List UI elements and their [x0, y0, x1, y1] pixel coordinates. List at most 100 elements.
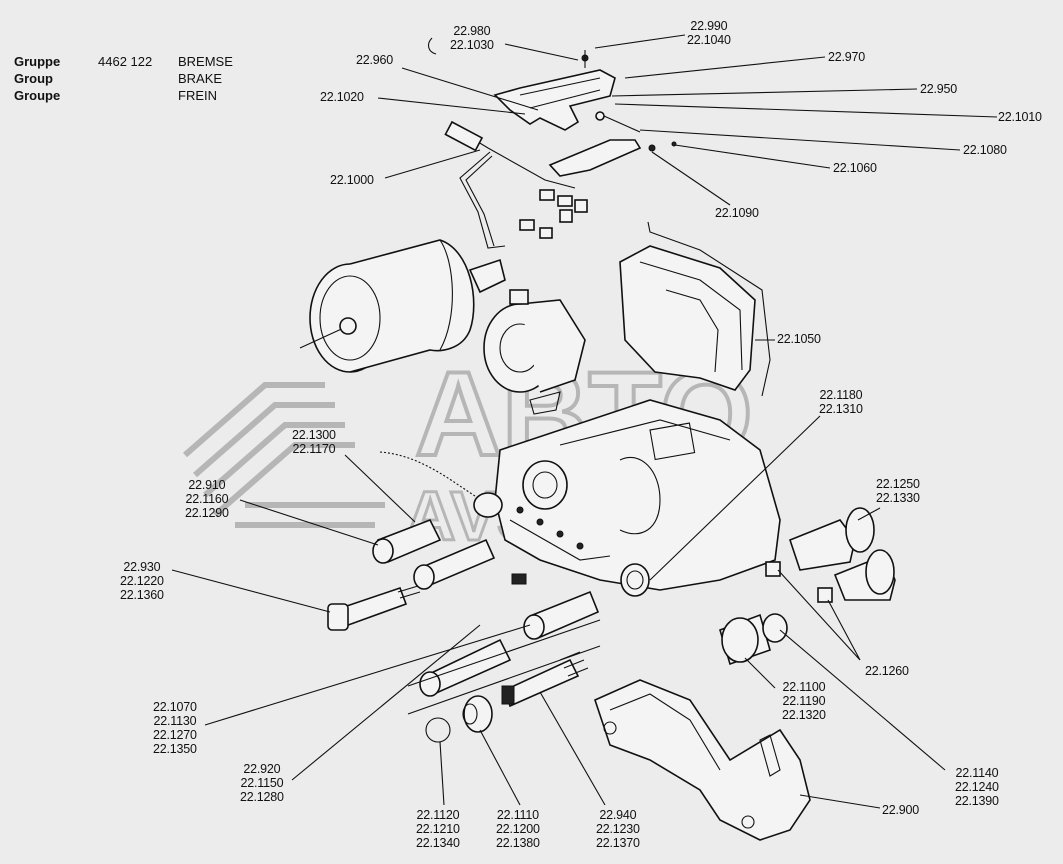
- header-group-number: 4462 122: [98, 54, 153, 69]
- mounting-bracket: [427, 37, 616, 131]
- callout-label: 22.1080: [963, 143, 1007, 157]
- header-row-group: Group BRAKE: [14, 70, 298, 87]
- part-number: 22.1070: [153, 700, 197, 714]
- lower-guide-pins: [419, 590, 600, 708]
- callout-label: 22.1120 22.1210 22.1340: [416, 808, 460, 850]
- part-number: 22.1050: [777, 332, 821, 346]
- part-number: 22.1390: [955, 794, 999, 808]
- callout-label: 22.1070 22.1130 22.1270 22.1350: [153, 700, 197, 756]
- part-number: 22.1180: [819, 388, 863, 402]
- part-number: 22.1350: [153, 742, 197, 756]
- callout-label: 22.1300 22.1170: [292, 428, 336, 456]
- callout-label: 22.970: [828, 50, 865, 64]
- part-number: 22.1030: [450, 38, 494, 52]
- part-number: 22.900: [882, 803, 920, 817]
- header-key: Gruppe: [14, 54, 61, 69]
- wear-sensor-wire: [379, 451, 503, 518]
- callout-label: 22.1180 22.1310: [819, 388, 863, 416]
- part-number: 22.940: [599, 808, 637, 822]
- part-number: 22.1140: [955, 766, 999, 780]
- part-number: 22.980: [453, 24, 491, 38]
- part-number: 22.1080: [963, 143, 1007, 157]
- callout-label: 22.1110 22.1200 22.1380: [496, 808, 540, 850]
- seal-rings: [407, 619, 601, 743]
- callout-label: 22.1050: [777, 332, 821, 346]
- header-row-gruppe: Gruppe 4462 122 BREMSE: [14, 53, 298, 70]
- part-number: 22.1370: [596, 836, 640, 850]
- wear-indicator-bracket: [548, 111, 677, 177]
- part-number: 22.930: [123, 560, 161, 574]
- part-number: 22.910: [188, 478, 226, 492]
- part-number: 22.1270: [153, 728, 197, 742]
- callout-label: 22.900: [882, 803, 919, 817]
- part-number: 22.1360: [120, 588, 164, 602]
- callout-label: 22.1100 22.1190 22.1320: [782, 680, 826, 722]
- caliper-carrier: [594, 679, 811, 841]
- part-number: 22.1100: [782, 680, 826, 694]
- leader-lines: [171, 34, 998, 809]
- callout-label: 22.1020: [320, 90, 364, 104]
- callout-label: 22.980 22.1030: [450, 24, 494, 52]
- callout-label: 22.1010: [998, 110, 1042, 124]
- part-number: 22.1110: [496, 808, 539, 822]
- part-number: 22.1280: [240, 790, 284, 804]
- callout-label: 22.930 22.1220 22.1360: [120, 560, 164, 602]
- brake-chamber: [299, 239, 506, 373]
- header-key: Group: [14, 71, 53, 86]
- protective-boots: [719, 507, 896, 666]
- part-number: 22.1190: [782, 694, 826, 708]
- part-number: 22.1330: [876, 491, 920, 505]
- callout-label: 22.960: [356, 53, 393, 67]
- part-number: 22.1340: [416, 836, 460, 850]
- part-number: 22.1200: [496, 822, 540, 836]
- part-number: 22.1170: [292, 442, 336, 456]
- part-number: 22.1060: [833, 161, 877, 175]
- header-value: BRAKE: [178, 71, 223, 86]
- part-number: 22.1010: [998, 110, 1042, 124]
- callout-label: 22.910 22.1160 22.1290: [185, 478, 229, 520]
- brake-pad: [619, 221, 771, 397]
- callout-label: 22.1250 22.1330: [876, 477, 920, 505]
- callout-label: 22.920 22.1150 22.1280: [240, 762, 284, 804]
- part-number: 22.990: [690, 19, 728, 33]
- caliper-housing: [494, 399, 781, 597]
- part-number: 22.1320: [782, 708, 826, 722]
- wear-sensor-cable: [444, 120, 588, 249]
- callout-label: 22.1000: [330, 173, 374, 187]
- part-number: 22.1210: [416, 822, 460, 836]
- callout-label: 22.950: [920, 82, 957, 96]
- part-number: 22.1150: [240, 776, 284, 790]
- part-number: 22.960: [356, 53, 394, 67]
- callout-label: 22.1140 22.1240 22.1390: [955, 766, 999, 808]
- part-number: 22.970: [828, 50, 866, 64]
- part-number: 22.1090: [715, 206, 759, 220]
- part-number: 22.1240: [955, 780, 999, 794]
- part-number: 22.1020: [320, 90, 364, 104]
- part-number: 22.1310: [819, 402, 863, 416]
- part-number: 22.1130: [153, 714, 197, 728]
- adjuster-housing: [483, 289, 586, 415]
- guide-pin-bushings: [327, 518, 527, 631]
- part-number: 22.1230: [596, 822, 640, 836]
- part-number: 22.1000: [330, 173, 374, 187]
- part-number: 22.1260: [865, 664, 909, 678]
- callout-label: 22.1060: [833, 161, 877, 175]
- header-row-groupe: Groupe FREIN: [14, 87, 298, 104]
- part-number: 22.1220: [120, 574, 164, 588]
- callout-label: 22.1260: [865, 664, 909, 678]
- part-number: 22.1300: [292, 428, 336, 442]
- part-number: 22.920: [243, 762, 281, 776]
- part-number: 22.1250: [876, 477, 920, 491]
- callout-label: 22.990 22.1040: [687, 19, 731, 47]
- callout-label: 22.1090: [715, 206, 759, 220]
- callout-label: 22.940 22.1230 22.1370: [596, 808, 640, 850]
- part-number: 22.1120: [416, 808, 460, 822]
- group-header: Gruppe 4462 122 BREMSE Group BRAKE Group…: [14, 53, 298, 104]
- part-number: 22.1040: [687, 33, 731, 47]
- part-number: 22.1380: [496, 836, 540, 850]
- header-key: Groupe: [14, 88, 61, 103]
- part-number: 22.950: [920, 82, 958, 96]
- header-value: FREIN: [178, 88, 217, 103]
